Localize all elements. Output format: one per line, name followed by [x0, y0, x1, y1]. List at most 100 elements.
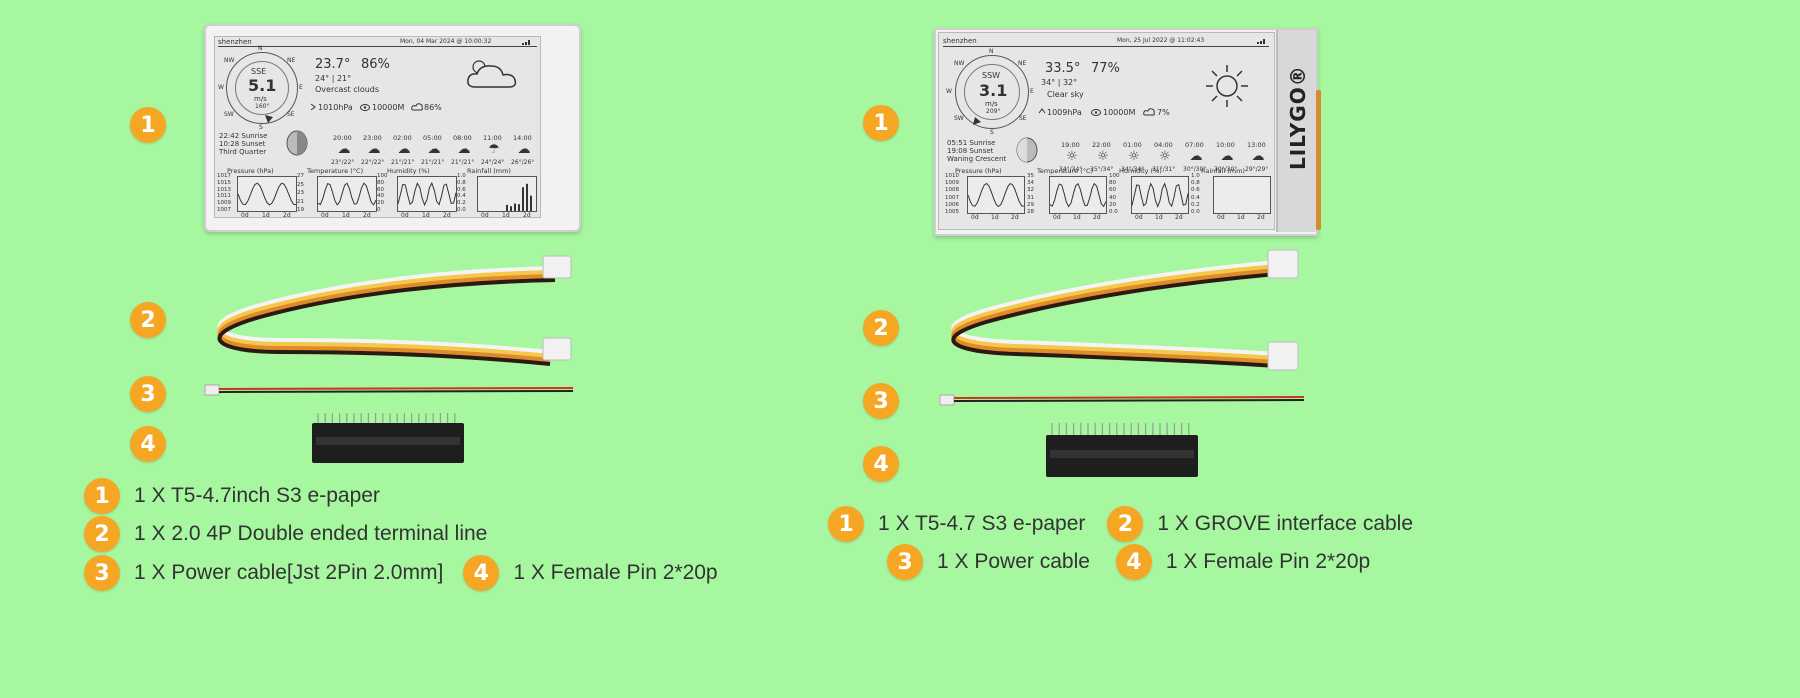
mini-chart-plot — [1049, 176, 1107, 214]
cloud-icon: ☁ — [517, 142, 531, 157]
forecast-hour: 23:00 — [363, 134, 382, 142]
forecast-hour: 13:00 — [1247, 141, 1266, 149]
cloud-cover-value: 86% — [424, 103, 442, 112]
chart-y-tick: 1008 — [945, 187, 959, 194]
chart-y-tick: 1009 — [217, 200, 231, 207]
legend-badge-2: 2 — [84, 516, 120, 552]
legend-text-2: 1 X 2.0 4P Double ended terminal line — [134, 522, 488, 545]
chart-y-tick: 32 — [1027, 187, 1034, 194]
city-label: shenzhen — [218, 38, 252, 46]
chart-y-tick: 0.8 — [1191, 180, 1200, 187]
chart-y-tick: 0.6 — [1191, 187, 1200, 194]
chart-line — [237, 182, 297, 206]
signal-icon — [522, 40, 530, 45]
cloud-icon: ☁ — [1189, 149, 1203, 164]
chart-x-tick: 2d — [1011, 214, 1019, 221]
datetime-label: Mon, 25 Jul 2022 @ 11:02:43 — [1117, 37, 1205, 44]
cloud-icon: ☁ — [337, 142, 351, 157]
female-pin-header-image — [1046, 423, 1198, 477]
forecast-temp: 35°/34° — [1090, 166, 1114, 173]
compass-e: E — [1030, 88, 1034, 95]
legend-badge-2: 2 — [1107, 506, 1144, 542]
visibility-icon — [360, 104, 370, 111]
chart-y-tick: 80 — [377, 179, 384, 186]
legend-row-2: 2 1 X 2.0 4P Double ended terminal line — [84, 516, 487, 552]
storm-cloud-icon: ☁ — [457, 142, 471, 157]
chart-x-tick: 1d — [422, 212, 430, 218]
compass-se: SE — [287, 111, 295, 118]
storm-cloud-icon: ☁ — [397, 142, 411, 157]
storm-cloud-icon: ☁ — [427, 142, 441, 157]
cloud-icon: ☁ — [1251, 149, 1265, 164]
visibility-value: 10000M — [372, 103, 405, 112]
mini-chart-plot — [1213, 176, 1271, 214]
chart-y-tick: 0.0 — [1109, 209, 1118, 215]
signal-icon — [1257, 39, 1265, 44]
chart-y-tick: 19 — [297, 207, 304, 213]
lilygo-brand: LILYGO® — [1286, 65, 1310, 170]
legend-badge-3: 3 — [84, 555, 120, 591]
chart-y-tick: 100 — [1109, 173, 1120, 179]
chart-x-tick: 0d — [321, 212, 329, 218]
compass-se: SE — [1019, 115, 1027, 122]
forecast-temp: 21°/21° — [391, 159, 415, 166]
chart-title: Humidity (%) — [1119, 167, 1162, 175]
chart-title: Pressure (hPa) — [955, 167, 1002, 175]
e-paper-device-image: shenzhen Mon, 04 Mar 2024 @ 10:00:32 N N… — [204, 24, 581, 232]
cloud-cover-icon — [411, 103, 423, 111]
mini-chart-plot — [477, 176, 537, 212]
legend-badge-3: 3 — [887, 544, 923, 580]
legend-badge-4: 4 — [1115, 544, 1152, 580]
compass-nw: NW — [954, 60, 965, 67]
item-badge-4: 4 — [130, 426, 166, 462]
wind-direction: SSE — [251, 67, 267, 76]
chart-y-tick: 0.4 — [457, 193, 466, 200]
chart-x-tick: 2d — [1257, 214, 1265, 221]
legend-row-1: 1 1 X T5-4.7 S3 e-paper 2 1 X GROVE inte… — [828, 506, 1413, 542]
compass-ne: NE — [287, 57, 296, 64]
chart-x-tick: 1d — [1237, 214, 1245, 221]
chart-y-tick: 35 — [1027, 173, 1034, 179]
chart-line — [317, 182, 377, 206]
forecast-hour: 20:00 — [333, 134, 352, 142]
chart-title: Temperature (°C) — [307, 167, 364, 175]
chart-y-tick: 1015 — [217, 179, 231, 186]
chart-x-tick: 0d — [481, 212, 489, 218]
wind-arrow-icon — [973, 117, 981, 125]
terminal-cable-image — [217, 255, 572, 366]
current-temperature: 23.7° — [315, 57, 351, 72]
compass-ne: NE — [1018, 60, 1027, 67]
chart-y-tick: 1010 — [945, 173, 959, 179]
current-humidity: 77% — [1091, 61, 1120, 76]
chart-y-tick: 1.0 — [457, 173, 466, 179]
left-product-panel: 1 2 3 4 shenzhen Mon, 04 Mar 2024 @ 10:0… — [84, 24, 718, 591]
chart-y-tick: 28 — [1027, 209, 1034, 215]
chart-y-tick: 60 — [1109, 187, 1116, 194]
forecast-temp: 31°/31° — [1152, 166, 1176, 173]
forecast-hour: 02:00 — [393, 134, 412, 142]
wind-unit: m/s — [254, 95, 267, 103]
pressure-value: 1009hPa — [1047, 108, 1082, 117]
compass-n: N — [989, 48, 994, 55]
legend-text-3: 1 X Power cable[Jst 2Pin 2.0mm] — [134, 561, 444, 584]
wind-degree: 160° — [255, 103, 270, 110]
forecast-temp: 34°/34° — [1059, 166, 1083, 173]
chart-title: Pressure (hPa) — [227, 167, 274, 175]
wind-speed: 5.1 — [248, 76, 277, 95]
wind-degree: 209° — [986, 108, 1001, 115]
chart-y-tick: 20 — [1109, 201, 1116, 208]
chart-y-tick: 60 — [377, 186, 384, 193]
item-badge-3: 3 — [863, 383, 899, 419]
chart-y-tick: 0.6 — [457, 186, 466, 193]
chart-x-tick: 2d — [1093, 214, 1101, 221]
wind-arrow-icon — [265, 115, 273, 123]
legend-text-1: 1 X T5-4.7inch S3 e-paper — [134, 484, 380, 507]
current-humidity: 86% — [361, 57, 390, 72]
chart-y-tick: 1006 — [945, 201, 959, 208]
grove-cable-image — [951, 249, 1299, 371]
chart-x-tick: 2d — [283, 212, 291, 218]
pressure-icon — [310, 103, 316, 111]
wind-direction: SSW — [982, 71, 1001, 80]
moon-phase: Waning Crescent — [947, 155, 1007, 163]
legend-badge-1: 1 — [828, 506, 864, 542]
